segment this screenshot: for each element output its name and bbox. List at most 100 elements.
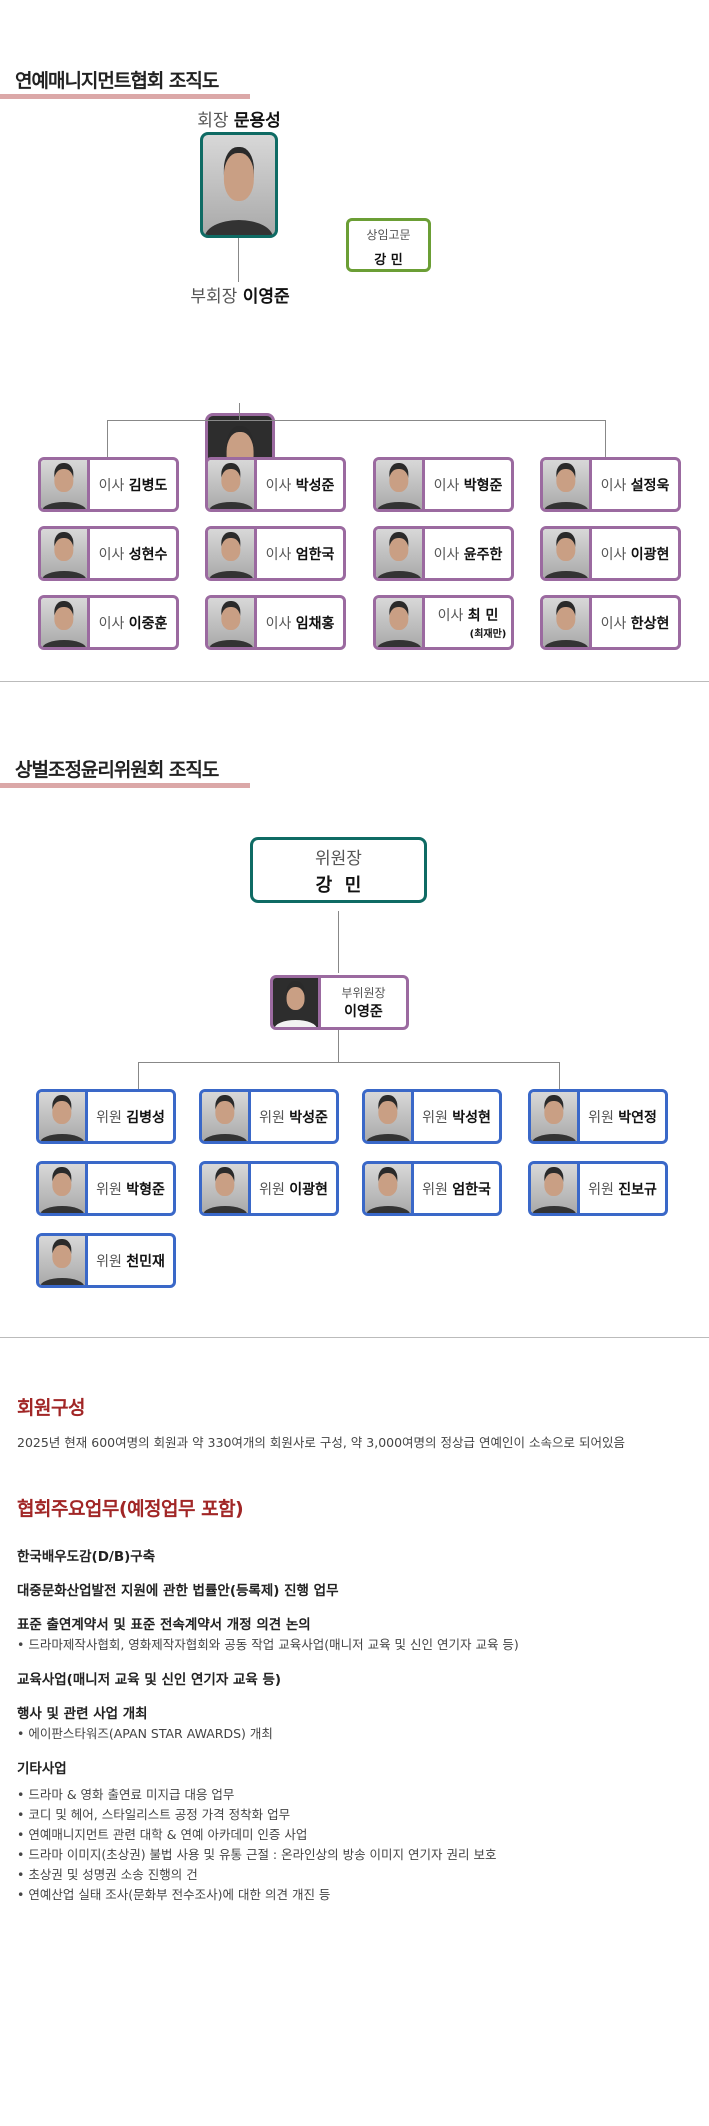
card-text: 이사 최 민(최재만) xyxy=(425,598,511,647)
card-text: 이사 이광현 xyxy=(592,529,678,578)
org2-title: 상벌조정윤리위원회 조직도 xyxy=(15,759,219,781)
committee-chair-role: 위원장 xyxy=(315,849,362,869)
director-photo xyxy=(208,460,257,509)
director-card: 이사 엄한국 xyxy=(205,526,346,581)
name-line: 이사 이광현 xyxy=(601,544,670,564)
duty-item: • 초상권 및 성명권 소송 진행의 건 xyxy=(17,1867,198,1882)
card-text: 이사 김병도 xyxy=(90,460,176,509)
role: 이사 xyxy=(433,477,460,494)
card-text: 이사 박성준 xyxy=(257,460,343,509)
name-line: 이사 임채홍 xyxy=(266,613,335,633)
committee-member-card: 위원 이광현 xyxy=(199,1161,339,1216)
connector-line xyxy=(107,420,108,458)
card-text: 이사 임채홍 xyxy=(257,598,343,647)
org1-title: 연예매니지먼트협회 조직도 xyxy=(15,70,219,92)
chair-name: 문용성 xyxy=(233,111,281,131)
committee-vice-photo xyxy=(273,978,321,1027)
duty-item: • 드라마제작사협회, 영화제작자협회와 공동 작업 교육사업(매니저 교육 및… xyxy=(17,1637,519,1652)
name-line: 위원 박성현 xyxy=(422,1107,491,1127)
director-photo xyxy=(208,598,257,647)
member-photo xyxy=(531,1092,580,1141)
director-photo xyxy=(543,598,592,647)
name-line: 위원 박성준 xyxy=(259,1107,328,1127)
director-card: 이사 한상현 xyxy=(540,595,681,650)
duty-heading: 대중문화산업발전 지원에 관한 법률안(등록제) 진행 업무 xyxy=(17,1583,339,1599)
committee-member-card: 위원 진보규 xyxy=(528,1161,668,1216)
title-underline xyxy=(0,94,250,99)
card-text: 위원 엄한국 xyxy=(414,1164,499,1213)
card-text: 위원 천민재 xyxy=(88,1236,173,1285)
person-name: 박성준 xyxy=(295,477,335,494)
role: 위원 xyxy=(96,1181,122,1198)
membership-title: 회원구성 xyxy=(17,1397,85,1419)
connector-line xyxy=(239,403,240,421)
card-text: 위원 김병성 xyxy=(88,1092,173,1141)
name-note: (최재만) xyxy=(469,629,507,640)
committee-member-card: 위원 박연정 xyxy=(528,1089,668,1144)
name-line: 이사 박형준 xyxy=(434,475,503,495)
card-text: 이사 박형준 xyxy=(425,460,511,509)
name-line: 이사 엄한국 xyxy=(266,544,335,564)
committee-member-card: 위원 박성준 xyxy=(199,1089,339,1144)
member-photo xyxy=(39,1164,88,1213)
duty-item: • 드라마 & 영화 출연료 미지급 대응 업무 xyxy=(17,1787,235,1802)
name-line: 이사 김병도 xyxy=(99,475,168,495)
card-text: 위원 이광현 xyxy=(251,1164,336,1213)
card-text: 이사 한상현 xyxy=(592,598,678,647)
director-card: 이사 박성준 xyxy=(205,457,346,512)
advisor-box: 상임고문 강 민 xyxy=(346,218,431,272)
person-name: 박성현 xyxy=(452,1109,491,1126)
duty-item: • 에이판스타워즈(APAN STAR AWARDS) 개최 xyxy=(17,1726,273,1741)
person-name: 이중훈 xyxy=(128,615,168,632)
name-line: 위원 진보규 xyxy=(588,1179,657,1199)
person-name: 임채홍 xyxy=(295,615,335,632)
card-text: 이사 이중훈 xyxy=(90,598,176,647)
name-line: 위원 박연정 xyxy=(588,1107,657,1127)
role: 이사 xyxy=(265,546,292,563)
director-card: 이사 김병도 xyxy=(38,457,179,512)
role: 이사 xyxy=(98,546,125,563)
director-photo xyxy=(41,529,90,578)
card-text: 이사 설정욱 xyxy=(592,460,678,509)
role: 이사 xyxy=(98,615,125,632)
role: 위원 xyxy=(259,1181,285,1198)
role: 위원 xyxy=(588,1109,614,1126)
duty-heading: 기타사업 xyxy=(17,1761,67,1777)
director-card: 이사 윤주한 xyxy=(373,526,514,581)
chair-label: 회장 문용성 xyxy=(139,106,339,131)
advisor-role: 상임고문 xyxy=(366,228,411,242)
duty-heading: 교육사업(매니저 교육 및 신인 연기자 교육 등) xyxy=(17,1672,282,1688)
director-card: 이사 박형준 xyxy=(373,457,514,512)
director-card: 이사 설정욱 xyxy=(540,457,681,512)
director-card: 이사 임채홍 xyxy=(205,595,346,650)
role: 이사 xyxy=(600,546,627,563)
connector-line xyxy=(138,1062,560,1063)
person-name: 엄한국 xyxy=(452,1181,491,1198)
card-text: 위원 진보규 xyxy=(580,1164,665,1213)
chair-photo xyxy=(200,132,278,238)
role: 이사 xyxy=(600,615,627,632)
duty-item: • 드라마 이미지(초상권) 불법 사용 및 유통 근절 : 온라인상의 방송 … xyxy=(17,1847,497,1862)
director-photo xyxy=(41,460,90,509)
member-photo xyxy=(39,1092,88,1141)
member-photo xyxy=(202,1092,251,1141)
vice-label: 부회장 이영준 xyxy=(140,282,340,307)
role: 위원 xyxy=(96,1253,122,1270)
director-photo xyxy=(376,460,425,509)
membership-text: 2025년 현재 600여명의 회원과 약 330여개의 회원사로 구성, 약 … xyxy=(17,1435,625,1450)
duty-heading: 표준 출연계약서 및 표준 전속계약서 개정 의견 논의 xyxy=(17,1617,311,1633)
person-name: 진보규 xyxy=(618,1181,657,1198)
person-name: 이광현 xyxy=(630,546,670,563)
person-name: 박연정 xyxy=(618,1109,657,1126)
director-card: 이사 최 민(최재만) xyxy=(373,595,514,650)
role: 위원 xyxy=(96,1109,122,1126)
person-name: 박성준 xyxy=(289,1109,328,1126)
duty-item: • 코디 및 헤어, 스타일리스트 공정 가격 정착화 업무 xyxy=(17,1807,291,1822)
duty-item: • 연예매니지먼트 관련 대학 & 연예 아카데미 인증 사업 xyxy=(17,1827,308,1842)
name-line: 이사 윤주한 xyxy=(434,544,503,564)
role: 이사 xyxy=(265,615,292,632)
committee-vice-role: 부위원장 xyxy=(341,986,386,1000)
director-photo xyxy=(376,529,425,578)
director-photo xyxy=(41,598,90,647)
